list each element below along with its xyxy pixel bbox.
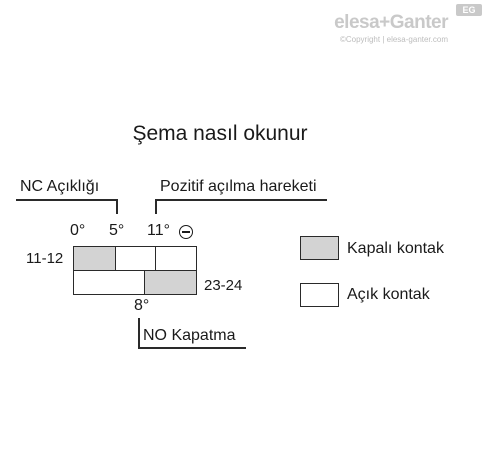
positive-opening-label: Pozitif açılma hareketi <box>160 178 317 195</box>
row1-cell-closed <box>73 246 116 271</box>
nc-opening-leader-vertical <box>116 199 118 214</box>
diagram-title: Şema nasıl okunur <box>132 122 308 145</box>
brand-copyright: ©Copyright | elesa-ganter.com <box>339 35 448 44</box>
legend-closed-swatch <box>300 236 339 260</box>
row2-cell-closed <box>143 269 197 295</box>
nc-opening-label: NC Açıklığı <box>20 178 100 195</box>
angle-0-label: 0° <box>70 222 86 239</box>
angle-11-label: 11° <box>147 222 171 239</box>
legend-closed-label: Kapalı kontak <box>347 240 444 257</box>
contact-row2-label: 23-24 <box>204 277 243 294</box>
brand-badge: EG <box>456 4 482 16</box>
minus-circle-icon <box>179 225 193 239</box>
no-closing-leader-horizontal <box>138 347 246 349</box>
row2-cell-open <box>73 269 145 295</box>
brand-logo: elesa+Ganter <box>334 12 448 33</box>
nc-opening-leader-horizontal <box>16 199 117 201</box>
contact-row1-label: 11-12 <box>26 250 64 267</box>
positive-opening-leader-vertical <box>155 199 157 214</box>
no-closing-leader-vertical <box>138 318 140 348</box>
no-closing-label: NO Kapatma <box>143 327 236 344</box>
positive-opening-leader-horizontal <box>155 199 327 201</box>
legend-open-swatch <box>300 283 339 307</box>
legend-open-label: Açık kontak <box>347 286 430 303</box>
row1-cell-open-mid <box>114 246 157 271</box>
angle-5-label: 5° <box>109 222 125 239</box>
row1-cell-open-right <box>155 246 197 271</box>
angle-8-label: 8° <box>134 297 150 314</box>
